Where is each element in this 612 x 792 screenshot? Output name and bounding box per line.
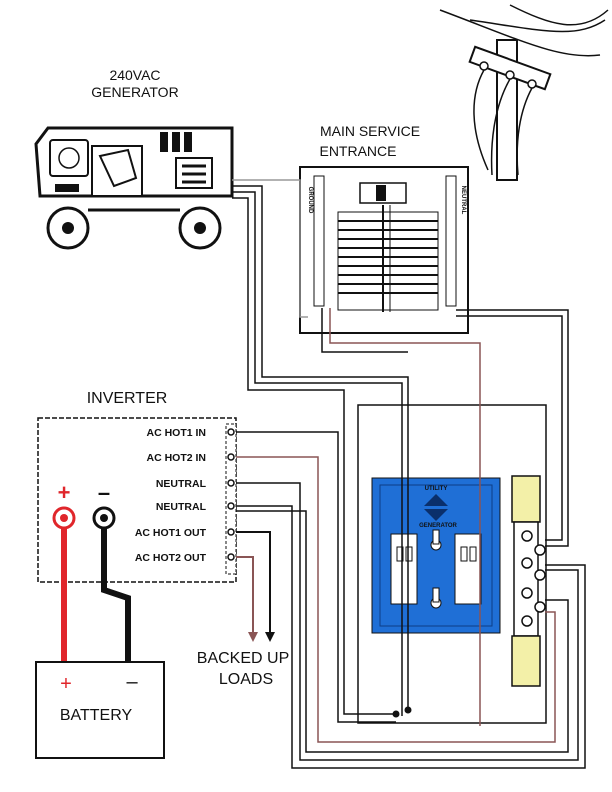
junction-dot [404, 706, 412, 714]
generator-label-line2: GENERATOR [91, 84, 178, 100]
up-arrow-icon [424, 494, 448, 506]
utility-breaker [454, 533, 482, 605]
inverter: AC HOT1 IN AC HOT2 IN NEUTRAL NEUTRAL AC… [37, 417, 237, 583]
transfer-switch-panel: UTILITY GENERATOR [371, 477, 501, 634]
terminal-ac-hot2-out: AC HOT2 OUT [135, 552, 207, 564]
generator-position-label: GENERATOR [419, 523, 457, 529]
utility-label: UTILITY [425, 486, 448, 492]
junction-dot [392, 710, 400, 718]
battery-label: BATTERY [60, 707, 133, 724]
load-arrow-icon [265, 632, 275, 642]
loads-label-line2: LOADS [219, 671, 273, 688]
utility-pole [439, 4, 609, 181]
load-arrow-icon [248, 632, 258, 642]
battery: + – BATTERY [35, 661, 165, 759]
terminal-strip [511, 475, 546, 687]
battery-minus-sign: – [126, 671, 138, 693]
generator-breaker [390, 533, 418, 605]
generator [34, 126, 234, 250]
inverter-title: INVERTER [87, 390, 168, 407]
terminal-neutral-2: NEUTRAL [156, 501, 207, 513]
down-arrow-icon [424, 509, 448, 521]
generator-label-line1: 240VAC [109, 67, 160, 83]
service-entrance-label-line2: ENTRANCE [319, 143, 396, 159]
breaker-rows [337, 205, 439, 312]
generator-feed-wires [232, 179, 409, 716]
loads-label-line1: BACKED UP [197, 650, 289, 667]
load-hot1-wire [236, 531, 271, 632]
terminal-ac-hot1-in: AC HOT1 IN [146, 427, 206, 439]
service-entrance-label-line1: MAIN SERVICE [320, 123, 420, 139]
service-panel: GROUND NEUTRAL [299, 166, 469, 334]
negative-battery-cable [101, 528, 131, 662]
panel-wires [321, 308, 569, 726]
terminal-ac-hot2-in: AC HOT2 IN [146, 452, 206, 464]
battery-plus-sign: + [60, 673, 72, 695]
ground-bus-label: GROUND [307, 187, 313, 214]
inverter-wires [236, 431, 586, 769]
terminal-ac-hot1-out: AC HOT1 OUT [135, 527, 207, 539]
inverter-plus-sign: + [58, 480, 71, 505]
inverter-minus-sign: – [98, 480, 110, 505]
neutral-bus-label: NEUTRAL [460, 186, 466, 215]
terminal-neutral-1: NEUTRAL [156, 478, 207, 490]
load-hot2-wire [236, 556, 254, 632]
